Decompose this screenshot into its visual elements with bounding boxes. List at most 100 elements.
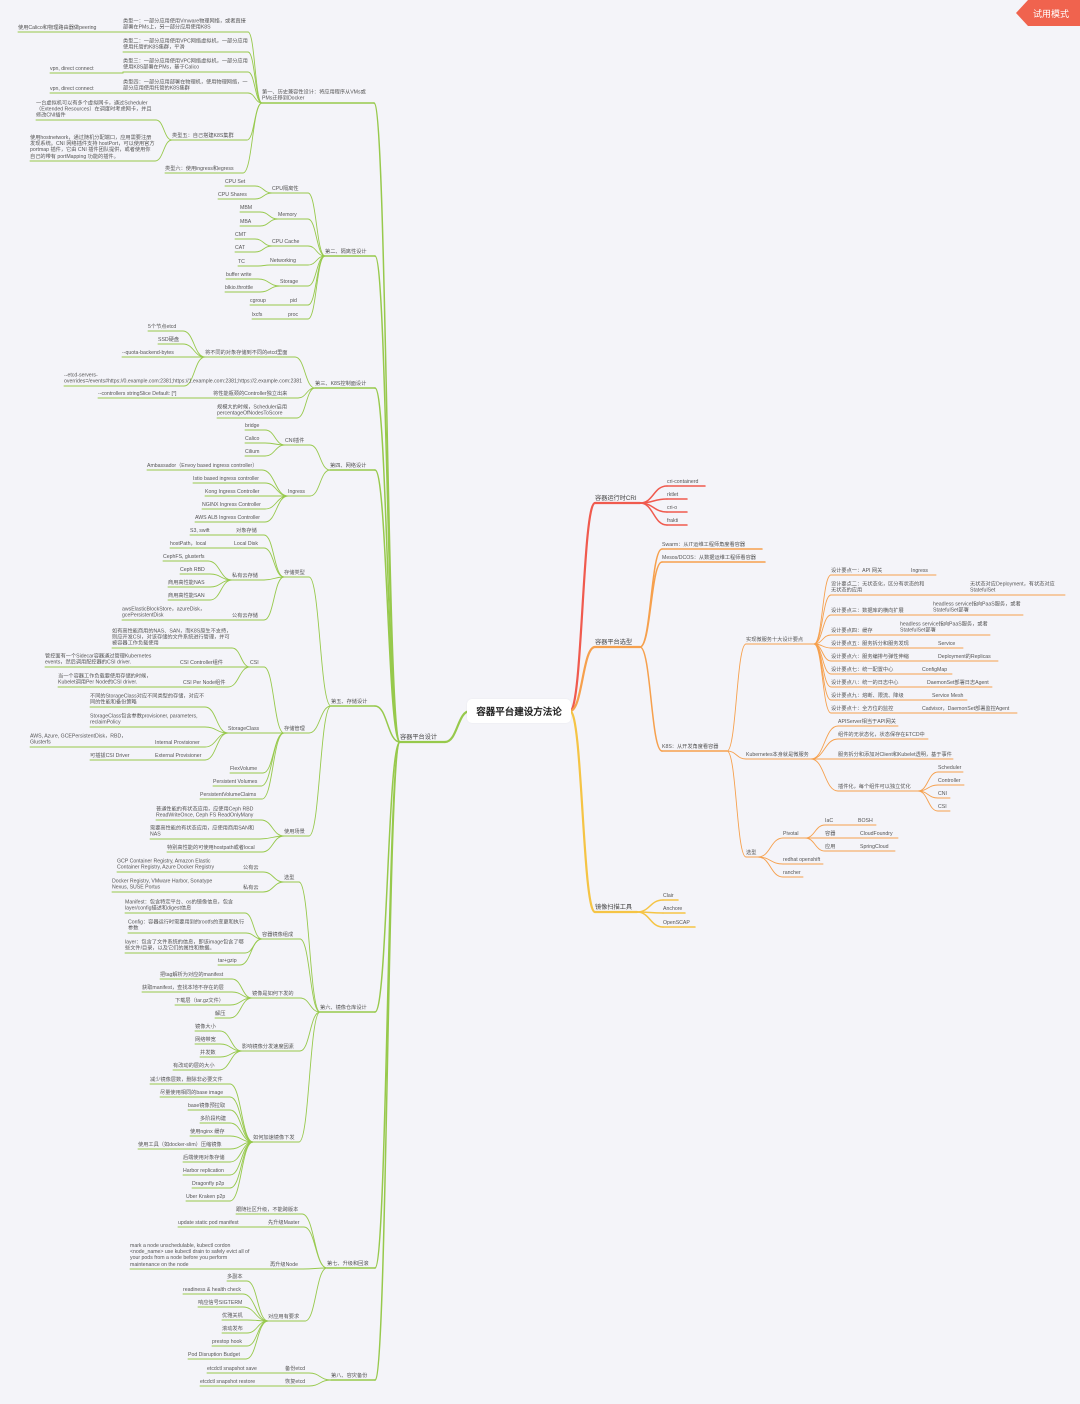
subtopic[interactable]: Scheduler xyxy=(938,764,962,771)
subtopic[interactable]: 选型 xyxy=(284,874,295,881)
subtopic[interactable]: 类型五：自己搭建K8S集群 xyxy=(172,132,234,139)
subtopic[interactable]: headless service指向PaaS服务，或者StatefulSet部署 xyxy=(900,621,988,634)
subtopic[interactable]: Ambassador（Envoy based ingress controlle… xyxy=(147,462,258,469)
subtopic[interactable]: rancher xyxy=(783,869,801,876)
subtopic[interactable]: 如何加速镜像下发 xyxy=(253,1134,295,1141)
subtopic[interactable]: 一台虚拟机可以有多个虚拟网卡，通过Scheduler（Extended Reso… xyxy=(36,100,152,119)
subtopic[interactable]: 跟随社区升级，不能跨版本 xyxy=(236,1206,299,1213)
subtopic[interactable]: 公有云 xyxy=(243,864,259,871)
subtopic[interactable]: Docker Registry, VMware Harbor, Sonatype… xyxy=(112,878,213,891)
subtopic[interactable]: CSI Per Node组件 xyxy=(183,679,226,686)
subtopic[interactable]: 容器 xyxy=(825,830,836,837)
subtopic[interactable]: 影响镜像分发速度因素 xyxy=(242,1043,294,1050)
subtopic[interactable]: 滚动发布 xyxy=(222,1325,243,1332)
subtopic[interactable]: Local Disk xyxy=(234,540,258,547)
subtopic[interactable]: Controller xyxy=(938,777,961,784)
subtopic[interactable]: CMT xyxy=(235,231,247,238)
subtopic[interactable]: 减少镜像层数，删除非必要文件 xyxy=(150,1076,223,1083)
subtopic[interactable]: 设计要点十：全方位的监控 xyxy=(831,705,894,712)
subtopic[interactable]: 管控面有一个Sidecar容器通过管理Kubernetes events，然后调… xyxy=(45,653,152,666)
subtopic[interactable]: 第八、容灾备份 xyxy=(331,1372,368,1379)
subtopic[interactable]: 使用Calico和物理路由器做peering xyxy=(18,24,97,31)
subtopic[interactable]: 设计要点八：统一的日志中心 xyxy=(831,679,899,686)
subtopic[interactable]: IaC xyxy=(825,817,834,824)
subtopic[interactable]: CNI xyxy=(938,790,947,797)
subtopic[interactable]: --etcd-servers-overrides=/events#https:/… xyxy=(64,372,303,385)
subtopic[interactable]: CloudFoundry xyxy=(860,830,893,837)
subtopic[interactable]: Storage xyxy=(280,278,299,285)
subtopic[interactable]: 商用高性能SAN xyxy=(168,592,205,599)
subtopic[interactable]: readiness & health check xyxy=(183,1286,241,1293)
subtopic[interactable]: layer：包含了文件系统的信息，即该image包含了哪些文件/目录，以及它们的… xyxy=(125,939,244,952)
subtopic[interactable]: Mesos/DCOS：从数据运维工程师看容器 xyxy=(662,554,756,561)
subtopic[interactable]: frakti xyxy=(667,517,679,524)
subtopic[interactable]: 类型四：一部分应用部署在物理机，使用物理网络，一部分应用使用托管的K8S集群 xyxy=(123,79,248,92)
subtopic[interactable]: --quota-backend-bytes xyxy=(122,349,174,356)
subtopic[interactable]: Ingress xyxy=(288,488,306,495)
subtopic[interactable]: CSI xyxy=(938,803,947,810)
subtopic[interactable]: 设计要点二：无状态化，区分有状态的和无状态的应用 xyxy=(831,581,925,594)
subtopic[interactable]: redhat openshift xyxy=(783,856,821,863)
subtopic[interactable]: BOSH xyxy=(858,817,873,824)
subtopic[interactable]: 解压 xyxy=(215,1010,226,1017)
subtopic[interactable]: 插件化，每个组件可以独立优化 xyxy=(838,783,911,790)
subtopic[interactable]: 使用工具（如docker-slim）压缩镜像 xyxy=(138,1141,222,1148)
subtopic[interactable]: Uber Kraken p2p xyxy=(186,1193,226,1200)
subtopic[interactable]: etcdctl snapshot restore xyxy=(200,1378,256,1385)
subtopic[interactable]: CPU Cache xyxy=(272,238,300,245)
subtopic[interactable]: 设计要点五：服务拆分和服务发现 xyxy=(831,640,909,647)
subtopic[interactable]: --controllers stringSlice Default: [*] xyxy=(98,390,177,397)
subtopic[interactable]: 尽量使用相同的base image xyxy=(160,1089,224,1096)
subtopic[interactable]: vpn, direct connect xyxy=(50,65,94,72)
subtopic[interactable]: 使用nginx 缓存 xyxy=(190,1128,225,1135)
subtopic[interactable]: update static pod manifest xyxy=(178,1219,239,1226)
subtopic[interactable]: tar+gzip xyxy=(218,957,237,964)
subtopic[interactable]: CPU Shares xyxy=(218,191,247,198)
subtopic[interactable]: Config：容器运行时需要用到的rootfs的变更和执行参数 xyxy=(128,919,245,932)
subtopic[interactable]: 特别高性能的可使用hostpath或者local xyxy=(167,844,255,851)
subtopic[interactable]: 实现微服务十大设计要点 xyxy=(746,636,804,643)
subtopic[interactable]: 网络带宽 xyxy=(195,1036,216,1043)
main-topic[interactable]: 容器运行时CRI xyxy=(595,495,637,502)
subtopic[interactable]: 第二、隔离性设计 xyxy=(325,248,367,255)
mindmap-root-topic[interactable]: 容器平台建设方法论 xyxy=(467,699,571,723)
trial-mode-badge[interactable]: 试用模式 xyxy=(1016,0,1080,26)
subtopic[interactable]: CSI Controller组件 xyxy=(180,659,223,666)
subtopic[interactable]: 设计要点六：服务编排与弹性伸缩 xyxy=(831,653,909,660)
subtopic[interactable]: 私有云存储 xyxy=(232,572,258,579)
subtopic[interactable]: 服务拆分和添加对Client和Kubelet透明，基于事件 xyxy=(838,751,952,758)
subtopic[interactable]: 设计要点四：缓存 xyxy=(831,627,873,634)
subtopic[interactable]: 类型一：一部分应用使用Vmware物理网络，或者直接部署在PMs上，另一部分应用… xyxy=(123,18,246,31)
subtopic[interactable]: Service Mesh xyxy=(932,692,964,699)
subtopic[interactable]: lxcfs xyxy=(252,311,263,318)
subtopic[interactable]: CSI xyxy=(250,659,259,666)
subtopic[interactable]: awsElasticBlockStore，azureDisk，gcePersis… xyxy=(122,606,206,619)
subtopic[interactable]: blkio.throttle xyxy=(225,284,253,291)
subtopic[interactable]: 可插拔CSI Driver xyxy=(90,752,130,759)
main-topic[interactable]: 容器平台设计 xyxy=(400,734,438,741)
subtopic[interactable]: 先升级Master xyxy=(268,1219,300,1226)
subtopic[interactable]: vpn, direct connect xyxy=(50,85,94,92)
subtopic[interactable]: 有改动的层的大小 xyxy=(173,1062,215,1069)
subtopic[interactable]: Dragonfly p2p xyxy=(192,1180,225,1187)
subtopic[interactable]: 第一、历史兼容性设计：将应用程序从VMs或PMs迁移到Docker xyxy=(262,89,366,102)
subtopic[interactable]: rktlet xyxy=(667,491,679,498)
subtopic[interactable]: 应用 xyxy=(825,843,836,850)
subtopic[interactable]: Manifest：包含特定平台、os的镜像信息，包含layer/config描述… xyxy=(125,899,234,912)
subtopic[interactable]: 使用场景 xyxy=(284,828,305,835)
subtopic[interactable]: bridge xyxy=(245,422,260,429)
subtopic[interactable]: 5个节点etcd xyxy=(148,323,177,330)
subtopic[interactable]: CAT xyxy=(235,244,245,251)
subtopic[interactable]: MBA xyxy=(240,218,252,225)
main-topic[interactable]: 容器平台选型 xyxy=(595,639,633,646)
subtopic[interactable]: Kubernetes本身就是微服务 xyxy=(746,751,809,758)
subtopic[interactable]: PersistentVolumeClaims xyxy=(200,791,257,798)
subtopic[interactable]: CNI插件 xyxy=(285,437,305,444)
subtopic[interactable]: headless service指向PaaS服务，或者StatefulSet部署 xyxy=(933,601,1021,614)
subtopic[interactable]: 设计要点一：API 网关 xyxy=(831,567,883,574)
subtopic[interactable]: 设计要点九：熔断、限流、降级 xyxy=(831,692,904,699)
subtopic[interactable]: 当一个容器工作负载要使用存储的时候，Kubelet调用Per Node的CSI … xyxy=(58,673,152,686)
subtopic[interactable]: 对象存储 xyxy=(236,527,257,534)
subtopic[interactable]: Anchore xyxy=(663,905,683,912)
subtopic[interactable]: 把tag解析为对应的manifest xyxy=(160,971,224,978)
